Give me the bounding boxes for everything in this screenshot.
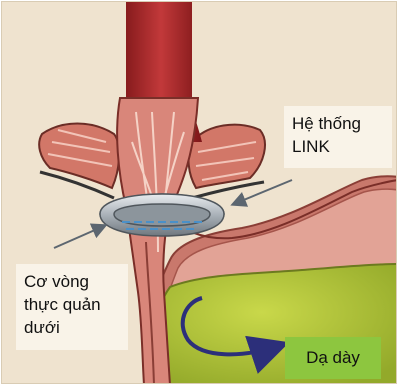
link-system-label: Hệ thống LINK — [284, 106, 392, 168]
sphincter-pointer-arrow — [54, 226, 104, 248]
diaphragm-left — [39, 124, 119, 189]
diaphragm-right — [189, 125, 265, 188]
stomach-label: Dạ dày — [285, 337, 381, 379]
lower-esophageal-sphincter-label: Cơ vòng thực quản dưới — [16, 264, 128, 350]
